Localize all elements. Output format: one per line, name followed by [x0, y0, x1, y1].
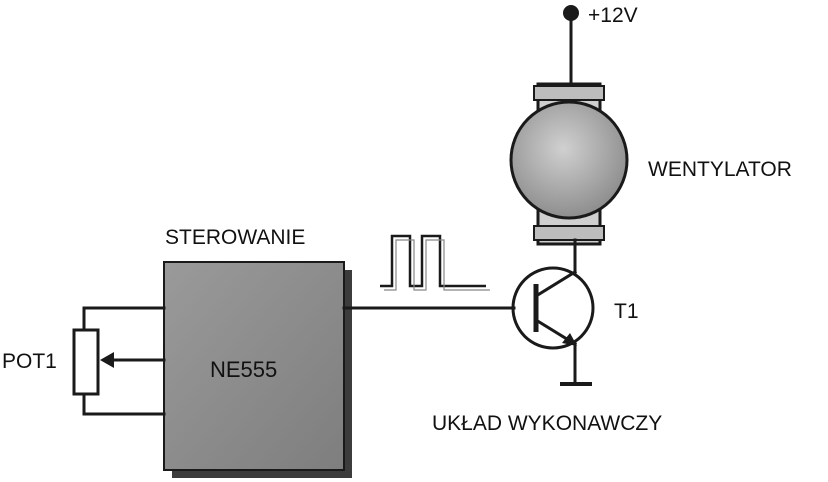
dc-motor-icon: [509, 82, 629, 246]
supply-label: +12V: [588, 4, 638, 27]
fan-label: WENTYLATOR: [648, 158, 792, 181]
transistor-label: T1: [614, 300, 639, 323]
control-label: STEROWANIE: [165, 226, 305, 249]
pwm-waveform-icon: [380, 234, 490, 291]
potentiometer-icon: [72, 306, 166, 416]
chip-label: NE555: [210, 357, 277, 382]
npn-transistor-icon: [511, 266, 595, 350]
supply-node: [563, 5, 579, 88]
driver-label: UKŁAD WYKONAWCZY: [432, 412, 662, 435]
pot-label: POT1: [2, 350, 57, 373]
ne555-chip: [163, 261, 352, 478]
